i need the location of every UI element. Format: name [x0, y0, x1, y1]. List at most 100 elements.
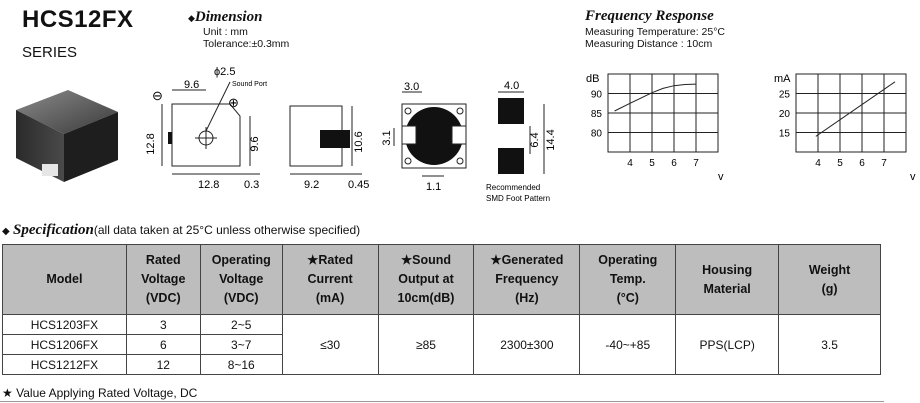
column-header-line: Model	[46, 272, 83, 286]
y-tick-label: 25	[779, 90, 791, 101]
cell-operating-voltage: 2~5	[199, 314, 283, 335]
recommended-label: Recommended	[486, 183, 540, 192]
column-header-line: (g)	[821, 281, 838, 296]
plus-terminal-icon: ⊕	[228, 95, 239, 110]
x-tick-label: 5	[649, 158, 655, 169]
dim-0-3: 0.3	[244, 179, 259, 191]
diamond-bullet-icon: ◆	[188, 13, 195, 23]
cell-rated-current: ≤30	[281, 314, 379, 375]
column-header-line: Current	[307, 272, 353, 286]
x-tick-label: 4	[815, 158, 821, 169]
y-tick-label: 80	[591, 129, 603, 140]
y-tick-label: 20	[779, 109, 791, 120]
star-icon: ★	[2, 386, 13, 400]
column-header-line: Temp.	[609, 272, 646, 286]
cell-operating-voltage: 8~16	[199, 354, 283, 375]
cell-operating-voltage: 3~7	[199, 334, 283, 355]
x-tick-label: 7	[881, 158, 887, 169]
x-tick-label: 6	[859, 158, 865, 169]
cell-rated-voltage: 12	[125, 354, 201, 375]
frequency-response-heading: Frequency Response	[585, 8, 714, 24]
column-header-line: Operating	[598, 253, 658, 267]
column-header-line: Voltage	[219, 272, 264, 286]
sound-output-chart: dB 4 5 6 7 90 85 80 v	[586, 73, 724, 183]
dim-12-8-vertical: 12.8	[145, 133, 157, 154]
column-header-line: Frequency	[495, 272, 559, 286]
dim-1-1: 1.1	[426, 181, 441, 193]
chart2-series-line	[815, 81, 896, 137]
side-view-drawing: 10.6 9.2 0.45	[289, 105, 369, 191]
dim-10-6: 10.6	[353, 131, 365, 152]
x-tick-label: 4	[627, 158, 633, 169]
bottom-view-drawing: 3.0 3.1 1.1	[381, 81, 467, 193]
column-header-line: ★Rated	[307, 253, 354, 267]
column-header-line: (mA)	[315, 291, 345, 305]
cell-rated-voltage: 6	[125, 334, 201, 355]
y-tick-label: 90	[591, 90, 603, 101]
measuring-temperature: Measuring Temperature: 25°C	[585, 26, 725, 38]
column-header-line: (VDC)	[145, 291, 181, 305]
product-photo	[16, 90, 118, 182]
y-tick-label: 85	[591, 109, 603, 120]
specification-heading: ◆ Specification(all data taken at 25°C u…	[2, 222, 361, 238]
dimension-tolerance: Tolerance:±0.3mm	[203, 38, 290, 50]
dim-0-45: 0.45	[348, 179, 369, 191]
dim-phi-2-5: ϕ2.5	[214, 66, 235, 78]
dimension-heading: ◆Dimension	[188, 9, 263, 25]
cell-operating-temp: -40~+85	[579, 314, 677, 375]
cell-model: HCS1206FX	[2, 334, 127, 355]
cell-housing-material: PPS(LCP)	[675, 314, 780, 375]
column-header-line: ★Sound	[400, 253, 452, 267]
column-header-line: Operating	[211, 253, 271, 267]
dim-4-0: 4.0	[504, 80, 519, 92]
dim-9-2: 9.2	[304, 179, 319, 191]
dim-3-0: 3.0	[404, 81, 419, 93]
chart1-ylabel: dB	[586, 73, 599, 85]
column-header-line: Housing	[702, 262, 753, 277]
minus-terminal-icon: ⊖	[152, 88, 163, 103]
current-chart: mA 4 5 6 7 25 20 15 v	[774, 73, 916, 183]
measuring-distance: Measuring Distance : 10cm	[585, 38, 713, 50]
y-tick-label: 15	[779, 129, 791, 140]
x-tick-label: 6	[671, 158, 677, 169]
dim-14-4: 14.4	[545, 129, 557, 150]
column-header: Weight (g)	[778, 244, 881, 315]
bottom-rule	[0, 401, 884, 402]
chart1-xlabel: v	[718, 171, 724, 183]
cell-frequency: 2300±300	[473, 314, 581, 375]
table-row: HCS1203FX 3 2~5 ≤30 ≥85 2300±300 -40~+85…	[2, 314, 881, 375]
column-header-line: Material	[703, 281, 751, 296]
cell-sound-output: ≥85	[377, 314, 475, 375]
footnote: ★ Value Applying Rated Voltage, DC	[2, 386, 198, 400]
column-header: Model	[2, 244, 127, 315]
column-header-line: (VDC)	[223, 291, 259, 305]
sound-port-label: Sound Port	[232, 81, 267, 88]
x-tick-label: 7	[693, 158, 699, 169]
dim-9-6-top: 9.6	[184, 79, 199, 91]
dim-6-4: 6.4	[529, 132, 541, 147]
x-tick-label: 5	[837, 158, 843, 169]
dim-12-8-horizontal: 12.8	[198, 179, 219, 191]
chart2-ylabel: mA	[774, 73, 791, 85]
column-header-line: (Hz)	[515, 291, 539, 305]
column-header-line: 10cm(dB)	[397, 291, 455, 305]
cell-model: HCS1203FX	[2, 314, 127, 335]
column-header-line: Weight	[808, 262, 851, 277]
diamond-bullet-icon: ◆	[2, 226, 10, 237]
cell-rated-voltage: 3	[125, 314, 201, 335]
chart2-xlabel: v	[910, 171, 916, 183]
column-header-line: Rated	[145, 253, 181, 267]
top-view-drawing: 9.6 ϕ2.5 Sound Port ⊖ ⊕ 12.8 9.6 12.8 0.…	[145, 66, 267, 191]
column-header-line: Voltage	[141, 272, 186, 286]
table-row: HCS1206FX 6 3~7	[2, 334, 881, 355]
smd-foot-pattern-drawing: 4.0 6.4 14.4 Recommended SMD Foot Patter…	[486, 80, 557, 203]
